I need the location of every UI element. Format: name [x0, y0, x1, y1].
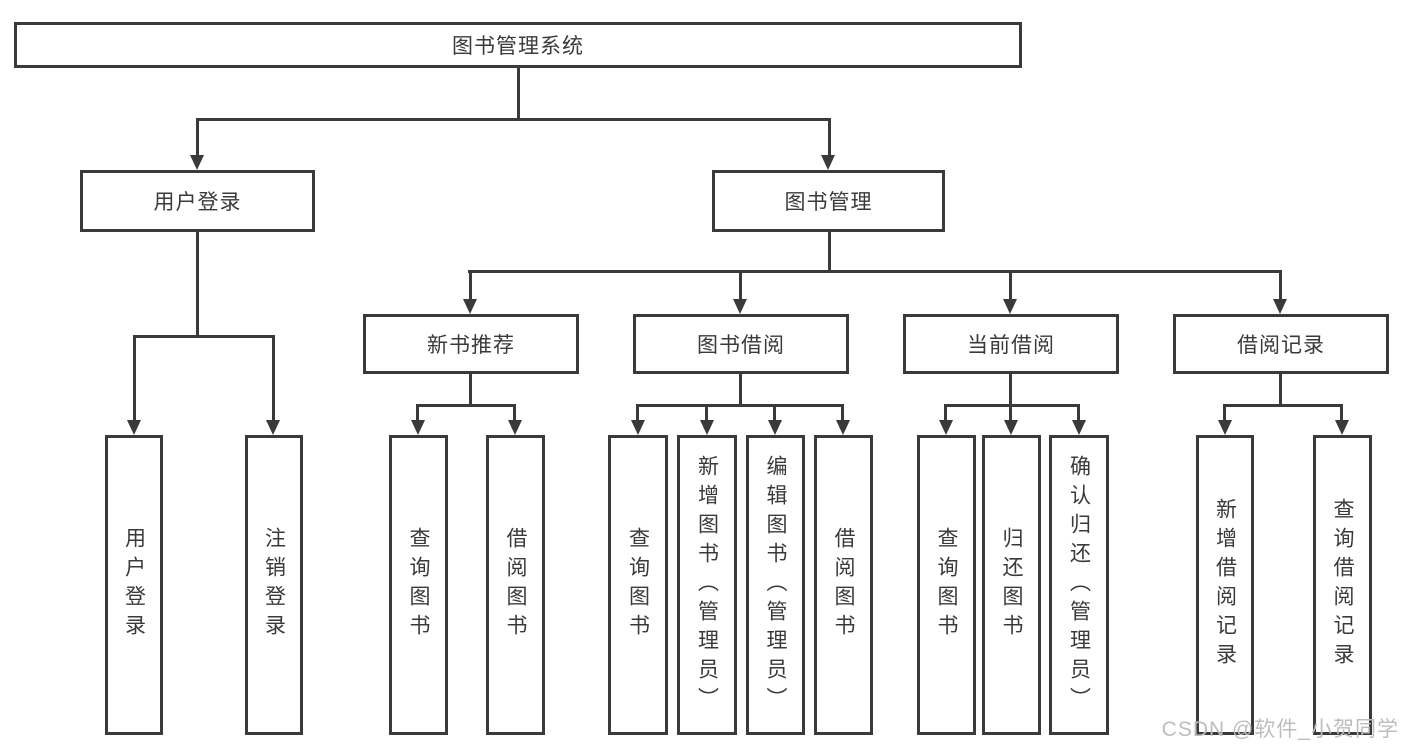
arrow-down-icon: [190, 155, 204, 170]
connector-line: [1223, 404, 1343, 407]
connector-line: [416, 404, 419, 422]
leaf-borrow-books-recommend: 借阅图书: [486, 435, 545, 735]
arrow-down-icon: [1218, 420, 1232, 435]
arrow-down-icon: [1072, 420, 1086, 435]
leaf-confirm-return-admin: 确认归还（管理员）: [1049, 435, 1109, 735]
node-borrowing-records: 借阅记录: [1173, 314, 1389, 374]
connector-line: [828, 232, 831, 272]
connector-line: [1009, 374, 1012, 406]
connector-line: [416, 404, 516, 407]
arrow-down-icon: [266, 420, 280, 435]
connector-line: [636, 404, 844, 407]
node-current-borrowing: 当前借阅: [903, 314, 1119, 374]
arrow-down-icon: [700, 420, 714, 435]
connector-line: [739, 374, 742, 406]
leaf-logout: 注销登录: [245, 435, 303, 735]
arrow-down-icon: [127, 420, 141, 435]
arrow-down-icon: [733, 299, 747, 314]
leaf-edit-books-admin: 编辑图书（管理员）: [746, 435, 805, 735]
arrow-down-icon: [1003, 299, 1017, 314]
connector-line: [1340, 404, 1343, 422]
connector-line: [1279, 270, 1282, 302]
leaf-return-books: 归还图书: [982, 435, 1041, 735]
leaf-label: 查询图书: [935, 527, 958, 643]
watermark: CSDN @软件_小贺同学: [1161, 718, 1399, 741]
node-new-book-recommend: 新书推荐: [363, 314, 579, 374]
connector-line: [944, 404, 1080, 407]
connector-line: [841, 404, 844, 422]
leaf-label: 借阅图书: [504, 527, 527, 643]
node-root: 图书管理系统: [14, 22, 1022, 68]
connector-line: [469, 270, 472, 302]
leaf-label: 编辑图书（管理员）: [764, 454, 787, 716]
leaf-label: 新增图书（管理员）: [695, 454, 719, 716]
arrow-down-icon: [411, 420, 425, 435]
arrow-down-icon: [821, 155, 835, 170]
leaf-label: 查询借阅记录: [1331, 498, 1354, 672]
leaf-borrow-books-borrowing: 借阅图书: [814, 435, 873, 735]
arrow-down-icon: [463, 299, 477, 314]
arrow-down-icon: [508, 420, 522, 435]
connector-line: [513, 404, 516, 422]
connector-line: [196, 232, 199, 335]
leaf-label: 用户登录: [122, 527, 146, 643]
connector-line: [196, 118, 199, 158]
connector-line: [133, 335, 136, 423]
leaf-add-books-admin: 新增图书（管理员）: [677, 435, 737, 735]
leaf-label: 查询图书: [407, 527, 430, 643]
leaf-query-borrow-record: 查询借阅记录: [1313, 435, 1372, 735]
arrow-down-icon: [1335, 420, 1349, 435]
leaf-query-books-borrowing: 查询图书: [608, 435, 668, 735]
connector-line: [1009, 270, 1012, 302]
connector-line: [517, 68, 520, 118]
arrow-down-icon: [1273, 299, 1287, 314]
leaf-label: 查询图书: [626, 527, 650, 643]
connector-line: [828, 118, 831, 158]
arrow-down-icon: [836, 420, 850, 435]
connector-line: [133, 335, 275, 338]
connector-line: [1077, 404, 1080, 422]
arrow-down-icon: [768, 420, 782, 435]
connector-line: [468, 270, 1282, 273]
connector-line: [636, 404, 639, 422]
leaf-query-books-recommend: 查询图书: [389, 435, 448, 735]
leaf-query-books-current: 查询图书: [917, 435, 976, 735]
connector-line: [1223, 404, 1226, 422]
connector-line: [1279, 374, 1282, 406]
node-book-management: 图书管理: [712, 170, 945, 232]
connector-line: [469, 374, 472, 406]
leaf-label: 归还图书: [1000, 527, 1023, 643]
node-user-login: 用户登录: [80, 170, 315, 232]
connector-line: [196, 118, 830, 121]
connector-line: [944, 404, 947, 422]
leaf-label: 确认归还（管理员）: [1067, 454, 1091, 716]
leaf-user-login: 用户登录: [105, 435, 163, 735]
arrow-down-icon: [939, 420, 953, 435]
connector-line: [739, 270, 742, 302]
leaf-label: 借阅图书: [832, 527, 855, 643]
arrow-down-icon: [1004, 420, 1018, 435]
connector-line: [272, 335, 275, 423]
arrow-down-icon: [631, 420, 645, 435]
connector-line: [705, 404, 708, 422]
connector-line: [773, 404, 776, 422]
leaf-label: 新增借阅记录: [1213, 498, 1237, 672]
node-book-borrowing: 图书借阅: [633, 314, 849, 374]
leaf-label: 注销登录: [262, 527, 286, 643]
leaf-add-borrow-record: 新增借阅记录: [1196, 435, 1254, 735]
connector-line: [1009, 404, 1012, 422]
